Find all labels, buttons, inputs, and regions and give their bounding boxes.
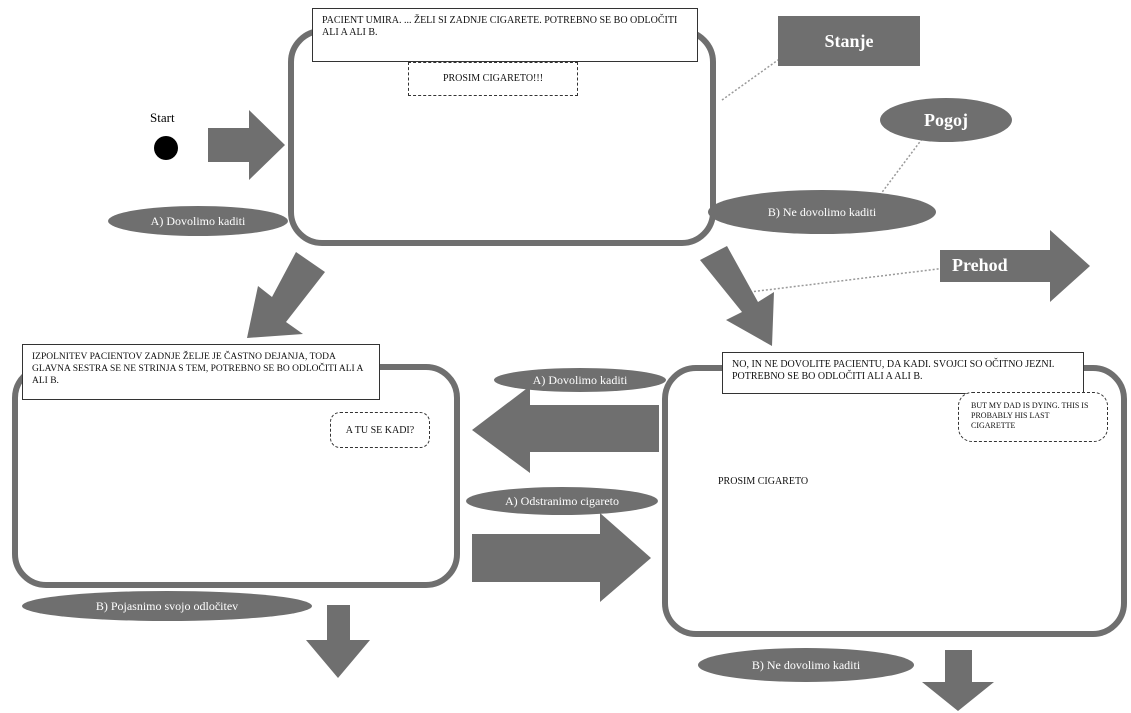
- condition-p1-b[interactable]: B) Ne dovolimo kaditi: [708, 190, 936, 234]
- arrow-panel1-to-panel3: [700, 246, 774, 346]
- panel3-caption: NO, IN NE DOVOLITE PACIENTU, DA KADI. SV…: [722, 352, 1084, 394]
- legend-condition: Pogoj: [880, 98, 1012, 142]
- legend-state: Stanje: [778, 16, 920, 66]
- condition-p3-b[interactable]: B) Ne dovolimo kaditi: [698, 648, 914, 682]
- leader-stanje: [721, 39, 807, 101]
- condition-p1-a[interactable]: A) Dovolimo kaditi: [108, 206, 288, 236]
- start-label: Start: [150, 110, 175, 125]
- condition-p2-b[interactable]: B) Pojasnimo svojo odločitev: [22, 591, 312, 621]
- arrow-start-to-panel1: [208, 110, 285, 180]
- legend-transition-arrow: [940, 230, 1090, 302]
- condition-p3-a[interactable]: A) Dovolimo kaditi: [494, 368, 666, 392]
- panel1-bubble: PROSIM CIGARETO!!!: [408, 62, 578, 96]
- arrow-panel2-down: [306, 605, 370, 678]
- arrow-panel3-down: [922, 650, 994, 711]
- leader-pogoj: [879, 134, 926, 196]
- panel1-caption: PACIENT UMIRA. ... ŽELI SI ZADNJE CIGARE…: [312, 8, 698, 62]
- legend-transition-label: Prehod: [952, 255, 1008, 275]
- arrow-panel1-to-panel2: [247, 252, 325, 338]
- panel2-bubble: A TU SE KADI?: [330, 412, 430, 448]
- leader-prehod: [749, 267, 947, 293]
- condition-p2-a[interactable]: A) Odstranimo cigareto: [466, 487, 658, 515]
- panel-2: [12, 364, 460, 588]
- arrow-panel3-to-panel2: [472, 386, 659, 473]
- arrow-panel2-to-panel3: [472, 513, 651, 602]
- panel2-caption: IZPOLNITEV PACIENTOV ZADNJE ŽELJE JE ČAS…: [22, 344, 380, 400]
- start-node: [154, 136, 178, 160]
- panel3-bubble-patient: PROSIM CIGARETO: [718, 476, 809, 487]
- panel3-bubble-son: BUT MY DAD IS DYING. THIS IS PROBABLY HI…: [958, 392, 1108, 442]
